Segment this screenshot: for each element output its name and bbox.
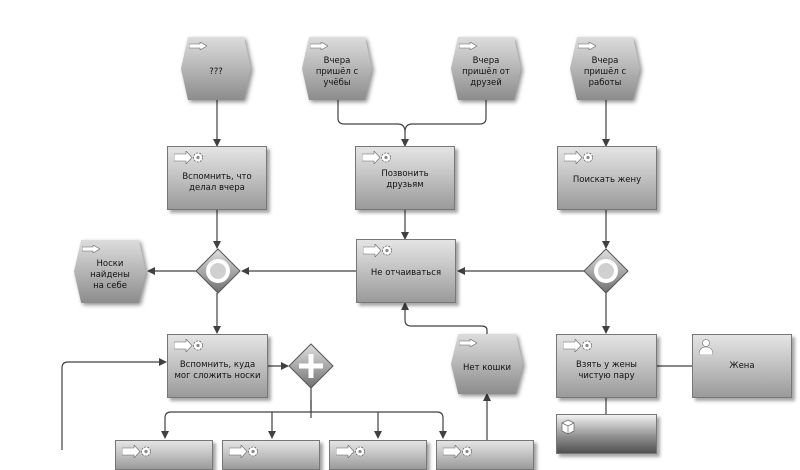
event-socks-found[interactable]: Носки найдены на себе [74, 240, 146, 303]
person-icon [699, 339, 713, 355]
function-find-wife[interactable]: Поискать жену [557, 146, 657, 210]
info-object-partial[interactable] [556, 414, 657, 454]
event-label: Носки найдены на себе [90, 259, 130, 291]
function-gear-icon [362, 151, 391, 164]
edge-study-to-call [337, 100, 409, 147]
event-arrow-icon [189, 42, 207, 50]
function-call-friends[interactable]: Позвонить друзьям [355, 146, 455, 210]
event-arrow-icon [459, 339, 477, 347]
event-label: Вчера пришёл с учёбы [315, 56, 359, 88]
cube-icon [561, 419, 575, 435]
function-gear-icon [229, 445, 258, 458]
and-connector [288, 343, 334, 389]
function-partial-3[interactable] [329, 440, 427, 470]
event-from-study[interactable]: Вчера пришёл с учёбы [302, 37, 372, 100]
function-label: Позвонить друзьям [381, 169, 429, 190]
function-gear-icon [564, 151, 593, 164]
function-dont-despair[interactable]: Не отчаиваться [356, 239, 456, 303]
function-take-from-wife[interactable]: Взять у жены чистую пару [556, 334, 657, 398]
function-gear-icon [443, 445, 472, 458]
event-arrow-icon [310, 42, 328, 50]
function-gear-icon [174, 339, 203, 352]
function-label: Вспомнить, что делал вчера [182, 172, 252, 193]
event-arrow-icon [82, 245, 100, 253]
event-arrow-icon [459, 42, 477, 50]
role-label: Жена [729, 360, 755, 371]
function-label: Не отчаиваться [370, 267, 442, 278]
function-gear-icon [336, 445, 365, 458]
function-gear-icon [563, 339, 592, 352]
function-partial-1[interactable] [115, 440, 213, 470]
event-from-work[interactable]: Вчера пришёл с работы [570, 37, 640, 100]
event-no-cat[interactable]: Нет кошки [451, 334, 523, 394]
role-wife[interactable]: Жена [692, 334, 792, 398]
function-partial-2[interactable] [222, 440, 320, 470]
flow-connections [61, 100, 692, 450]
function-gear-icon [122, 445, 151, 458]
xor-connector-right [583, 248, 629, 294]
function-partial-4[interactable] [436, 440, 534, 470]
edge-loop-into-remember [61, 358, 167, 450]
function-label: Взять у жены чистую пару [575, 360, 637, 381]
event-unknown[interactable]: ??? [181, 37, 251, 100]
function-label: Поискать жену [572, 174, 642, 185]
function-label: Вспомнить, куда мог сложить носки [174, 360, 261, 381]
event-arrow-icon [578, 42, 596, 50]
event-label: Нет кошки [462, 362, 512, 373]
event-label: Вчера пришёл с работы [583, 56, 627, 88]
event-label: Вчера пришёл от друзей [462, 56, 510, 88]
function-gear-icon [174, 151, 203, 164]
function-remember-yesterday[interactable]: Вспомнить, что делал вчера [167, 146, 267, 210]
xor-connector-left [195, 248, 241, 294]
function-gear-icon [363, 244, 392, 257]
event-from-friends[interactable]: Вчера пришёл от друзей [451, 37, 521, 100]
edge-friends-to-call [404, 100, 487, 133]
event-label: ??? [209, 67, 223, 77]
edge-nocat-to-despair [401, 302, 488, 334]
function-remember-where-socks[interactable]: Вспомнить, куда мог сложить носки [167, 334, 268, 398]
